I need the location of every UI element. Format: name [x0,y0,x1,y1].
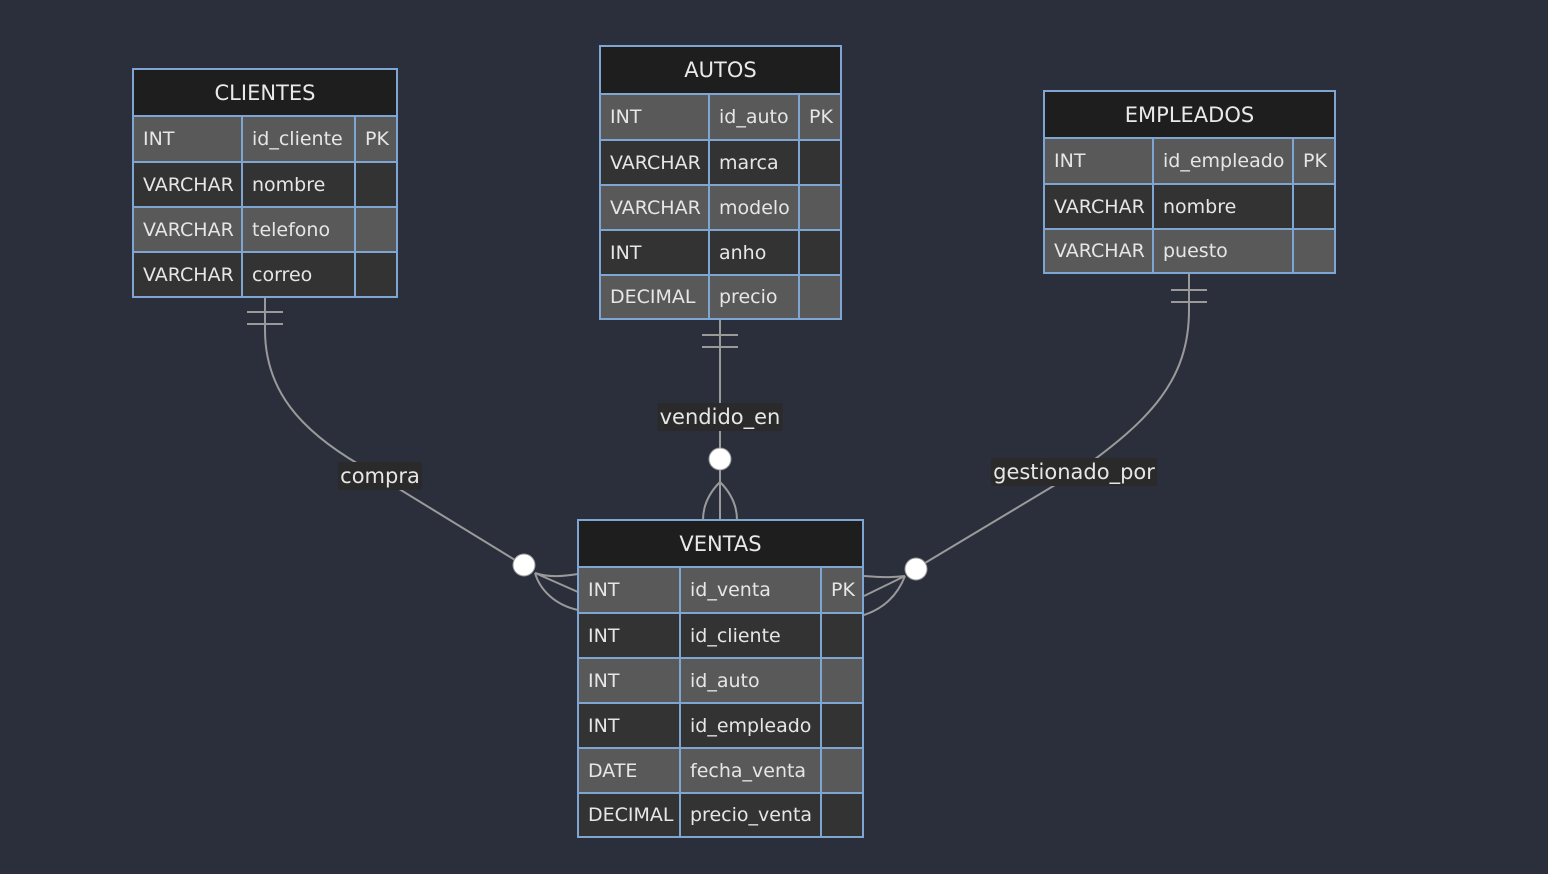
table-row: VARCHAR marca [601,139,840,184]
attr-type: INT [588,714,620,737]
entity-empleados-title: EMPLEADOS [1045,92,1334,139]
relationship-label-compra[interactable]: compra [338,462,422,490]
attr-type: VARCHAR [1054,240,1145,262]
attr-type: INT [143,128,175,150]
attr-name: id_cliente [679,614,820,657]
attr-name: nombre [1152,185,1292,228]
entity-clientes[interactable]: CLIENTES INT id_cliente PK VARCHAR nombr… [132,68,398,298]
table-row: VARCHAR nombre [1045,183,1334,228]
attr-key: PK [820,568,862,612]
entity-empleados[interactable]: EMPLEADOS INT id_empleado PK VARCHAR nom… [1043,90,1336,274]
attr-key [798,186,840,229]
attr-key [354,163,396,206]
table-row: VARCHAR correo [134,251,396,296]
table-row: INT anho [601,229,840,274]
attr-type: VARCHAR [143,218,234,241]
edge-gestionado-por-line [924,274,1190,564]
attr-key [820,749,862,792]
table-row: INT id_auto [579,657,862,702]
attr-key [354,208,396,251]
entity-ventas-title: VENTAS [579,521,862,568]
attr-key: PK [354,117,396,161]
attr-key [1292,230,1334,272]
edge-compra-line [264,296,516,561]
attr-key [798,276,840,318]
edge-compra-zero-mark [512,553,536,577]
table-row: INT id_empleado [579,702,862,747]
table-row: DATE fecha_venta [579,747,862,792]
table-row: INT id_cliente [579,612,862,657]
attr-name: nombre [241,163,354,206]
entity-clientes-title: CLIENTES [134,70,396,117]
attr-type: DECIMAL [610,286,696,308]
attr-type: VARCHAR [143,173,234,196]
attr-type: VARCHAR [610,196,701,219]
attr-type: VARCHAR [143,263,234,286]
attr-type: INT [610,106,642,128]
table-row: INT id_empleado PK [1045,139,1334,183]
attr-type: INT [610,241,642,264]
attr-type: INT [1054,150,1086,172]
attr-type: DATE [588,759,638,782]
entity-autos-title: AUTOS [601,47,840,95]
attr-name: correo [241,253,354,296]
attr-type: INT [588,579,620,601]
attr-type: VARCHAR [610,151,701,174]
attr-type: DECIMAL [588,804,674,826]
attr-name: precio [708,276,798,318]
attr-name: telefono [241,208,354,251]
attr-name: marca [708,141,798,184]
attr-key [798,141,840,184]
attr-type: INT [588,669,620,692]
table-row: DECIMAL precio_venta [579,792,862,836]
table-row: INT id_auto PK [601,95,840,139]
edge-compra-crow-3 [534,572,579,593]
entity-ventas[interactable]: VENTAS INT id_venta PK INT id_cliente IN… [577,519,864,838]
attr-name: id_cliente [241,117,354,161]
edge-vendido-en-zero-mark [708,447,732,471]
edge-compra-crow-2 [534,572,579,611]
edge-vendido-en-crow-1 [702,481,721,521]
table-row: VARCHAR nombre [134,161,396,206]
attr-name: puesto [1152,230,1292,272]
edge-gestionado-por-crow-2 [863,575,906,616]
attr-key [798,231,840,274]
table-row: INT id_cliente PK [134,117,396,161]
edge-gestionado-por-crow-3 [863,575,906,597]
entity-autos[interactable]: AUTOS INT id_auto PK VARCHAR marca VARCH… [599,45,842,320]
attr-name: id_venta [679,568,820,612]
edge-gestionado-por [863,274,1207,616]
attr-key [820,659,862,702]
attr-name: precio_venta [679,794,820,836]
attr-key [820,614,862,657]
edge-vendido-en-crow-2 [719,481,738,521]
attr-key: PK [1292,139,1334,183]
table-row: VARCHAR puesto [1045,228,1334,272]
table-row: VARCHAR telefono [134,206,396,251]
attr-name: fecha_venta [679,749,820,792]
attr-name: id_empleado [1152,139,1292,183]
attr-type: VARCHAR [1054,195,1145,218]
attr-type: INT [588,624,620,647]
attr-name: anho [708,231,798,274]
attr-name: id_auto [708,95,798,139]
attr-name: id_auto [679,659,820,702]
relationship-label-vendido-en[interactable]: vendido_en [657,403,783,431]
attr-name: modelo [708,186,798,229]
table-row: VARCHAR modelo [601,184,840,229]
attr-key [820,704,862,747]
table-row: DECIMAL precio [601,274,840,318]
edge-gestionado-por-crow-1 [863,575,906,579]
attr-key: PK [798,95,840,139]
attr-key [354,253,396,296]
attr-key [1292,185,1334,228]
table-row: INT id_venta PK [579,568,862,612]
relationship-label-gestionado-por[interactable]: gestionado_por [991,458,1157,486]
edge-compra [247,296,579,611]
edge-gestionado-por-zero-mark [904,557,928,581]
attr-name: id_empleado [679,704,820,747]
attr-key [820,794,862,836]
